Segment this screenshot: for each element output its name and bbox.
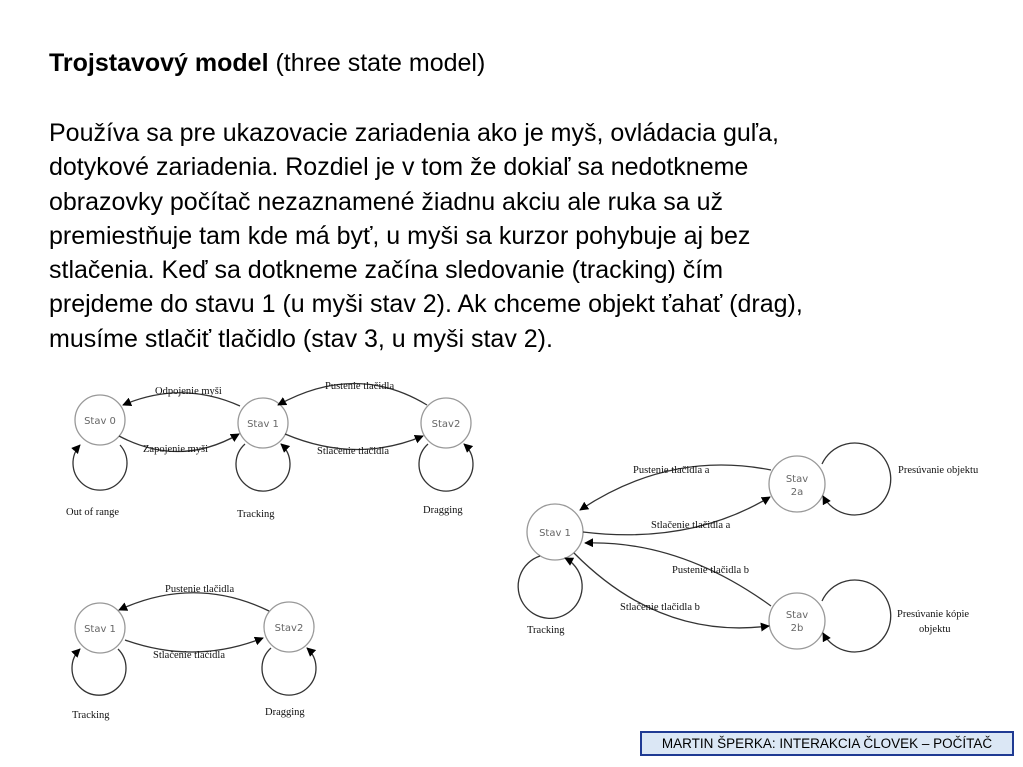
- body-paragraph: Používa sa pre ukazovacie zariadenia ako…: [49, 116, 1009, 356]
- paragraph-line: dotykové zariadenia. Rozdiel je v tom že…: [49, 153, 749, 182]
- state-label-stav1: Stav 1: [539, 528, 571, 539]
- loop-dragging: [261, 647, 317, 696]
- loop-label-tracking: Tracking: [527, 625, 565, 636]
- state-label-stav2: Stav2: [432, 419, 461, 430]
- edge-pustenie-a: [579, 464, 772, 511]
- edge-label-stlacenie: Stlačenie tlačidla: [317, 446, 389, 457]
- edge-stlacenie: [284, 433, 424, 451]
- loop-label-tracking: Tracking: [72, 710, 110, 721]
- state-label-stav0: Stav 0: [84, 416, 116, 427]
- state-node-stav2: [420, 397, 472, 449]
- state-node-stav0: [74, 394, 126, 446]
- title-subtitle: (three state model): [275, 49, 486, 77]
- diagram-3: [517, 442, 892, 653]
- loop-label-presuvanie-objektu: Presúvanie objektu: [898, 465, 979, 476]
- paragraph-line: stlačenia. Keď sa dotkneme začína sledov…: [49, 256, 724, 285]
- paragraph-line: premiestňuje tam kde má byť, u myši sa k…: [49, 221, 751, 250]
- state-label-stav2a-line2: 2a: [791, 487, 804, 498]
- loop-tracking: [71, 648, 127, 696]
- edge-label-pustenie-a: Pustenie tlačidla a: [633, 465, 710, 476]
- edge-zapojenie: [118, 433, 240, 453]
- state-label-stav2: Stav2: [275, 623, 304, 634]
- loop-tracking: [235, 443, 291, 492]
- paragraph-line: prejdeme do stavu 1 (u myši stav 2). Ak …: [49, 290, 803, 319]
- edge-pustenie: [118, 592, 270, 612]
- state-node-stav2: [263, 601, 315, 653]
- diagram-2: [71, 592, 317, 696]
- loop-tracking: [517, 555, 583, 619]
- edge-label-stlacenie: Stlačenie tlačidla: [153, 650, 225, 661]
- edge-label-pustenie: Pustenie tlačidla: [325, 381, 394, 392]
- edge-label-pustenie: Pustenie tlačidla: [165, 584, 234, 595]
- loop-presuvanie-objektu: [821, 442, 892, 516]
- state-node-stav1: [74, 602, 126, 654]
- state-label-stav2a-line1: Stav: [786, 474, 808, 485]
- edge-odpojenie: [122, 392, 241, 407]
- paragraph-line: musíme stlačiť tlačidlo (stav 3, u myši …: [49, 324, 553, 353]
- slide-title: Trojstavový model (three state model): [49, 46, 485, 80]
- state-label-stav1: Stav 1: [247, 419, 279, 430]
- edge-label-stlacenie-a: Stlačenie tlačidla a: [651, 520, 731, 531]
- diagram-1: [71, 382, 474, 492]
- state-label-stav2b-line2: 2b: [791, 623, 804, 634]
- edge-label-stlacenie-b: Stlačenie tlačidla b: [620, 602, 700, 613]
- title-bold: Trojstavový model: [49, 49, 269, 77]
- state-node-stav2a: [768, 455, 826, 513]
- loop-label-dragging: Dragging: [265, 707, 305, 718]
- loop-label-dragging: Dragging: [423, 505, 463, 516]
- loop-label-presuvanie-kopie-line2: objektu: [919, 624, 951, 635]
- loop-label-tracking: Tracking: [237, 509, 275, 520]
- edge-label-pustenie-b: Pustenie tlačidla b: [672, 565, 749, 576]
- state-label-stav1: Stav 1: [84, 624, 116, 635]
- edge-stlacenie: [124, 636, 264, 653]
- loop-presuvanie-kopie: [821, 579, 892, 653]
- edge-pustenie-b: [584, 538, 772, 607]
- paragraph-line: obrazovky počítač nezaznamené žiadnu akc…: [49, 187, 723, 216]
- loop-dragging: [418, 443, 474, 492]
- edge-stlacenie-a: [582, 496, 771, 536]
- state-node-stav2b: [768, 592, 826, 650]
- loop-out-of-range: [71, 444, 128, 491]
- footer-author-banner: MARTIN ŠPERKA: INTERAKCIA ČLOVEK – POČÍT…: [640, 731, 1014, 756]
- loop-label-presuvanie-kopie-line1: Presúvanie kópie: [897, 609, 969, 620]
- edge-label-odpojenie: Odpojenie myši: [155, 386, 222, 397]
- state-node-stav1: [237, 397, 289, 449]
- paragraph-line: Používa sa pre ukazovacie zariadenia ako…: [49, 119, 779, 147]
- edge-pustenie: [277, 382, 428, 406]
- loop-label-out-of-range: Out of range: [66, 507, 119, 518]
- edge-stlacenie-b: [573, 552, 770, 632]
- state-label-stav2b-line1: Stav: [786, 610, 808, 621]
- edge-label-zapojenie: Zapojenie myši: [143, 444, 208, 455]
